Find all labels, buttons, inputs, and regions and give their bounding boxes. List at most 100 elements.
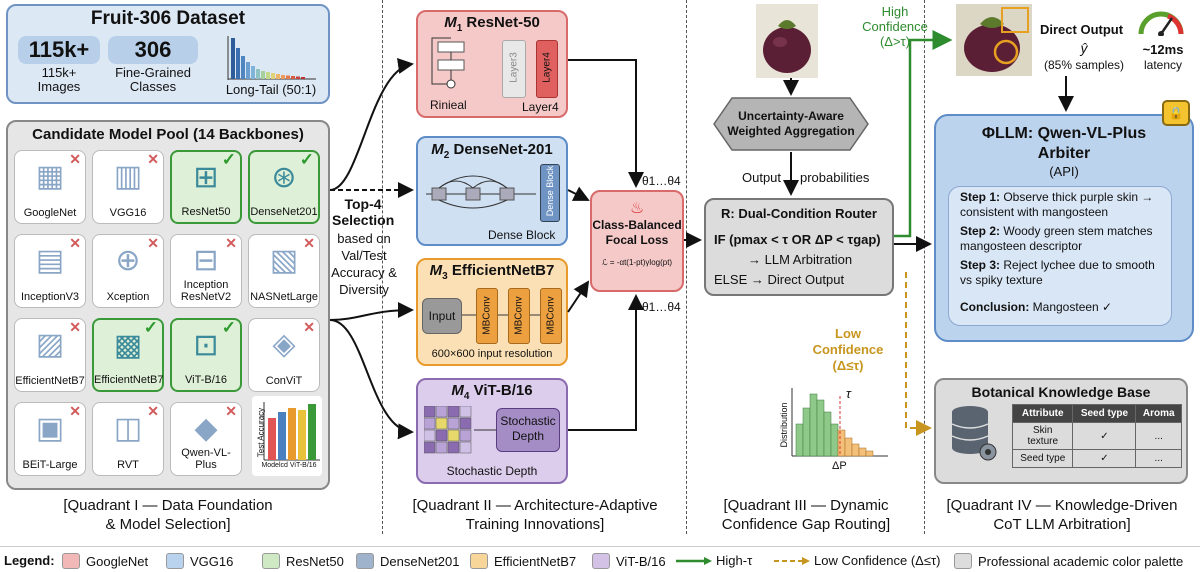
cross-icon: ✕ — [69, 319, 81, 335]
model-label: InceptionV3 — [20, 291, 80, 303]
database-icon — [951, 406, 997, 461]
m4-title: M4 ViT-B/16 — [416, 382, 568, 402]
model-label: EfficientNetB7 — [15, 375, 85, 387]
dataset-title: Fruit-306 Dataset — [90, 8, 246, 29]
direct-output-title: Direct Output — [1040, 22, 1124, 37]
stat-classes-value: 306 — [134, 37, 172, 62]
model-card: ▦✕GoogleNet — [14, 150, 86, 224]
model-label: GoogleNet — [23, 207, 77, 219]
legend-low-label: Low Confidence (Δ≤τ) — [814, 553, 941, 568]
legend-low-arrow — [774, 556, 810, 565]
m4-stochastic-depth-text: Stochastic Depth — [500, 414, 556, 443]
model-arch-icon: ▩ — [113, 329, 143, 362]
legend-swatch — [62, 553, 80, 569]
theta-bottom: θ1…θ4 — [642, 300, 681, 314]
m1-title: M1 ResNet-50 — [416, 14, 568, 34]
m4-arrow — [474, 429, 496, 431]
mangosteen-image-1 — [756, 4, 818, 78]
model-label: DenseNet201 — [250, 206, 318, 218]
cot-conclusion: Conclusion: Mangosteen ✓ — [960, 300, 1164, 314]
legend-bar — [0, 546, 1200, 572]
legend-label: EfficientNetB7 — [494, 553, 577, 569]
q3-caption: [Quadrant III — Dynamic Confidence Gap R… — [721, 497, 891, 533]
cross-icon: ✕ — [69, 151, 81, 167]
high-confidence-label: High Confidence (Δ>τ) — [862, 4, 928, 49]
model-arch-icon: ⊞ — [193, 161, 219, 194]
q4-caption: [Quadrant IV — Knowledge-Driven CoT LLM … — [946, 497, 1178, 533]
model-card: ▣✕BEiT-Large — [14, 402, 86, 476]
focal-loss-title: Class-Balanced Focal Loss — [592, 218, 682, 247]
legend-swatch — [262, 553, 280, 569]
model-card: ⊞✓ResNet50 — [170, 150, 242, 224]
router-title: R: Dual-Condition Router — [721, 206, 877, 221]
router-rule-1: IF (pmax < τ OR ΔP < τgap) — [714, 232, 881, 247]
m3-mbconv-3 — [540, 288, 562, 344]
model-label: Qwen-VL-Plus — [181, 447, 231, 471]
lock-icon: 🔒 — [1162, 100, 1190, 126]
latency-label: latency — [1143, 58, 1183, 72]
low-confidence-label: Low Confidence (Δ≤τ) — [812, 326, 884, 373]
model-card: ◫✕RVT — [92, 402, 164, 476]
legend-palette-label: Professional academic color palette — [978, 553, 1184, 569]
model-card: ◆✕Qwen-VL-Plus — [170, 402, 242, 476]
probabilities-label: probabilities — [800, 170, 870, 185]
cross-icon: ✕ — [303, 319, 315, 335]
model-label: ViT-B/16 — [185, 374, 227, 386]
legend-low: Low Confidence (Δ≤τ) — [774, 553, 940, 568]
step-1-header: Step 1: — [960, 190, 1001, 204]
legend-label: GoogleNet — [86, 553, 149, 569]
step-2-text: Woody green stem matches mangosteen desc… — [960, 224, 1153, 253]
m3-input-text: Input — [428, 309, 456, 323]
m3-flow-arrows — [462, 314, 540, 316]
legend-item: EfficientNetB7 — [470, 553, 576, 569]
m1-layer3-block — [502, 40, 526, 98]
stat-images-badge — [18, 36, 100, 64]
m2-dense-block-caption: Dense Block — [488, 228, 556, 242]
check-icon: ✓ — [143, 318, 158, 337]
model-card: ▨✕EfficientNetB7 — [14, 318, 86, 392]
latency-gauge-icon — [1138, 11, 1184, 36]
m4-title-text: ViT-B/16 — [473, 382, 533, 399]
model-label: ConViT — [265, 375, 303, 387]
legend-item: GoogleNet — [62, 553, 148, 569]
stat-classes-label: Fine-Grained Classes — [115, 65, 191, 94]
model-card: ⊟✕Inception ResNetV2 — [170, 234, 242, 308]
model-arch-icon: ◆ — [194, 412, 218, 445]
direct-output-samples: (85% samples) — [1043, 58, 1125, 72]
legend-item: ViT-B/16 — [592, 553, 666, 569]
mini-accuracy-chart — [252, 396, 322, 476]
legend-swatch — [592, 553, 610, 569]
q1-caption: [Quadrant I — Data Foundation & Model Se… — [63, 497, 273, 533]
aggregation-hexagon — [713, 97, 869, 151]
model-label: ResNet50 — [181, 206, 231, 218]
model-label: BEiT-Large — [22, 459, 78, 471]
cross-icon: ✕ — [69, 403, 81, 419]
legend-item: VGG16 — [166, 553, 233, 569]
longtail-label: Long-Tail (50:1) — [225, 82, 317, 97]
model-arch-icon: ▥ — [113, 160, 143, 193]
model-card: ⊡✓ViT-B/16 — [170, 318, 242, 392]
model-label: VGG16 — [109, 207, 147, 219]
model-label: NASNetLarge — [250, 291, 318, 303]
aggregation-label: Uncertainty-Aware Weighted Aggregation — [727, 109, 855, 138]
longtail-histogram — [227, 36, 316, 80]
legend-swatch — [470, 553, 488, 569]
legend-high-label: High-τ — [716, 553, 753, 568]
model-arch-icon: ◫ — [113, 412, 143, 445]
selection-desc: based on Val/Test Accuracy & Diversity — [331, 231, 397, 297]
knowledge-base-title: Botanical Knowledge Base — [971, 384, 1151, 400]
m3-resolution-label: 600×600 input resolution — [431, 348, 553, 360]
legend-swatch — [356, 553, 374, 569]
flow-arrows-overlay — [329, 30, 1074, 440]
legend-title: Legend: — [4, 553, 55, 568]
step-3-text: Reject lychee due to smooth vs spiky tex… — [960, 258, 1155, 287]
step-1-text: Observe thick purple skin → consistent w… — [960, 190, 1154, 219]
cot-step-3: Step 3: Reject lychee due to smooth vs s… — [960, 258, 1164, 288]
q2-caption: [Quadrant II — Architecture-Adaptive Tra… — [412, 497, 658, 533]
m2-title: M2 DenseNet-201 — [416, 141, 568, 161]
m3-mbconv-2 — [508, 288, 530, 344]
model-arch-icon: ◈ — [272, 328, 296, 361]
cross-icon: ✕ — [303, 235, 315, 251]
m4-stochastic-depth-block — [496, 408, 560, 452]
m3-input-block — [422, 298, 462, 334]
